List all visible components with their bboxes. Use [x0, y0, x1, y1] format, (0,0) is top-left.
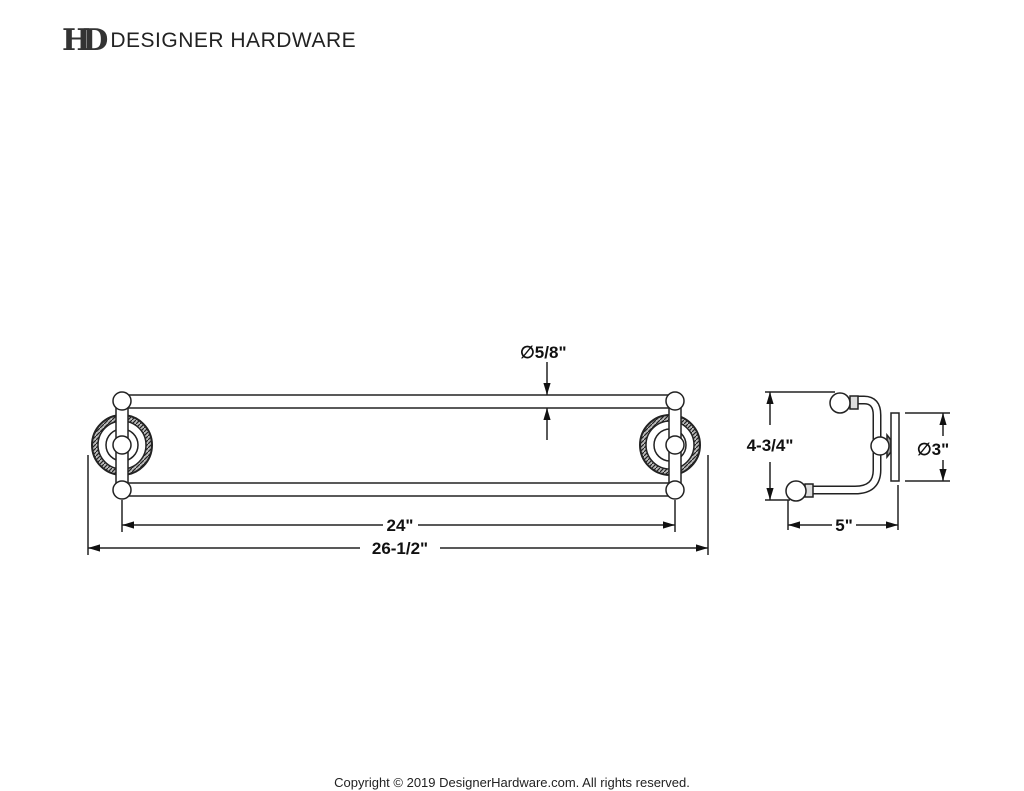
left-rosette — [91, 391, 153, 500]
top-bar — [121, 394, 676, 409]
projection-label: 5" — [835, 516, 853, 535]
bar-diameter-label: ∅5/8" — [520, 343, 567, 362]
brand-name: DESIGNER HARDWARE — [110, 29, 357, 52]
front-view: ∅5/8" 24" 26-1/2" — [87, 343, 709, 558]
overall-length-label: 26-1/2" — [372, 539, 428, 558]
brand-header: HD DESIGNER HARDWARE — [62, 26, 356, 56]
side-view: 4-3/4" ∅3" 5" — [747, 391, 950, 535]
copyright-footer: Copyright © 2019 DesignerHardware.com. A… — [334, 775, 690, 790]
right-rosette — [639, 391, 701, 500]
rosette-diameter-label: ∅3" — [917, 440, 949, 459]
bottom-bar — [121, 482, 676, 497]
bar-length-label: 24" — [387, 516, 414, 535]
height-label: 4-3/4" — [747, 436, 794, 455]
